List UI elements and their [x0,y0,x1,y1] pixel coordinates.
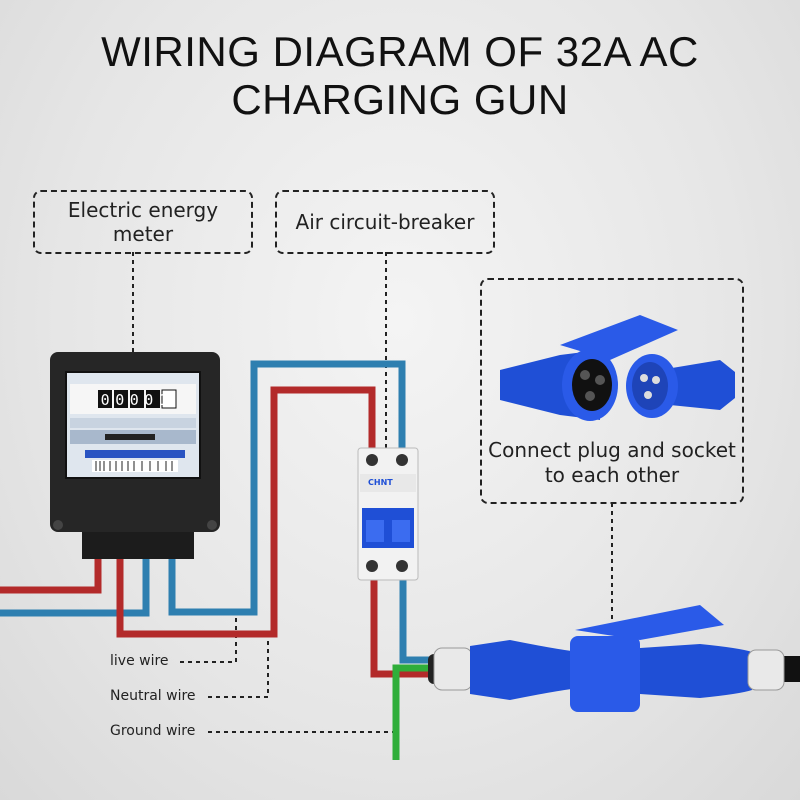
plug-label-line-1: Connect plug and socket [488,438,736,462]
energy-meter: 00001 [50,352,220,559]
meter-label: Electric energy meter [67,198,219,246]
neutral-in-wire [0,555,150,617]
ground-wire-label: Ground wire [110,723,196,739]
live-breaker-out-wire [370,578,430,678]
charging-gun-connector [433,605,785,712]
neutral-out-wire [168,360,406,616]
neutral-leader-line [208,636,269,698]
breaker-label: Air circuit-breaker [295,210,475,234]
plug-socket-image [500,315,735,421]
meter-label-box: Electric energy meter [33,190,253,254]
title-line-1: WIRING DIAGRAM OF 32A AC [101,28,699,75]
diagram-title: WIRING DIAGRAM OF 32A AC CHARGING GUN [0,28,800,124]
breaker-label-box: Air circuit-breaker [275,190,495,254]
plug-label-line-2: to each other [544,463,680,487]
live-leader-line [180,616,237,663]
title-line-2: CHARGING GUN [231,76,569,123]
ground-wire [392,664,430,760]
neutral-wire-label: Neutral wire [110,688,196,704]
meter-digits [98,389,177,409]
live-in-wire [0,555,102,594]
neutral-breaker-out-wire [399,578,430,664]
meter-display: 00001 [101,391,174,409]
plug-label-box: Connect plug and socket to each other [480,278,744,504]
live-wire-label: live wire [110,653,169,669]
circuit-breaker: CHNT [357,447,419,581]
live-out-wire [116,386,376,638]
breaker-brand: CHNT [368,478,393,487]
